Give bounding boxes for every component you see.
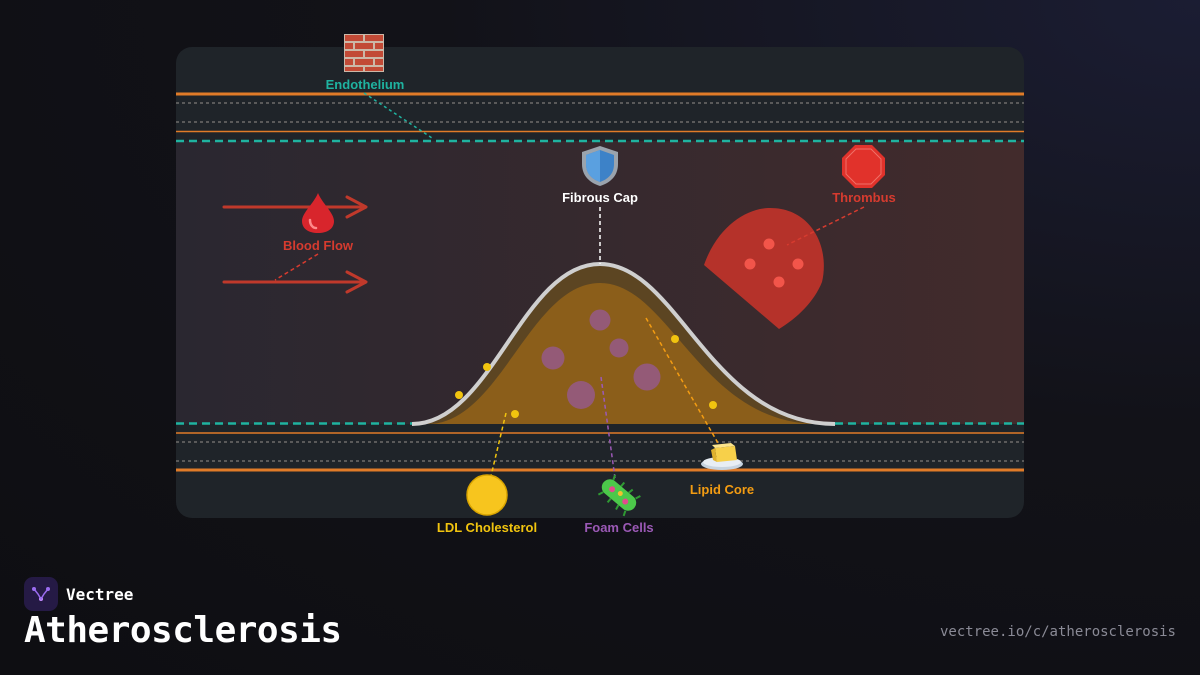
endothelium-label: Endothelium	[326, 77, 405, 92]
ldl-cholesterol-label: LDL Cholesterol	[437, 520, 537, 535]
microbe-icon	[597, 474, 641, 517]
brand: Vectree	[24, 577, 133, 611]
vectree-logo-icon	[24, 577, 58, 611]
upper-vessel-wall	[176, 92, 1024, 143]
blood-flow-label: Blood Flow	[283, 238, 354, 253]
page-title: Atherosclerosis	[24, 610, 342, 651]
foam-cell-cluster	[541, 309, 661, 409]
ldl-particles	[455, 335, 717, 418]
lower-vessel-wall	[176, 422, 1024, 472]
blood-flow-arrows	[222, 195, 368, 294]
yellow-circle-icon	[466, 474, 508, 516]
brand-name: Vectree	[66, 584, 134, 604]
stop-sign-icon	[842, 145, 885, 188]
lipid-core-label: Lipid Core	[690, 482, 754, 497]
fibrous-cap-label: Fibrous Cap	[562, 190, 638, 205]
thrombus-clot	[704, 208, 824, 329]
butter-icon	[701, 443, 743, 470]
shield-icon	[582, 146, 618, 186]
thrombus-label: Thrombus	[832, 190, 896, 205]
brick-wall-icon	[344, 34, 384, 72]
page-url[interactable]: vectree.io/c/atherosclerosis	[939, 624, 1176, 640]
blood-drop-icon	[302, 193, 334, 233]
foam-cells-label: Foam Cells	[584, 520, 653, 535]
fibrous-cap-outline	[411, 261, 836, 426]
leader-lines	[274, 92, 865, 479]
